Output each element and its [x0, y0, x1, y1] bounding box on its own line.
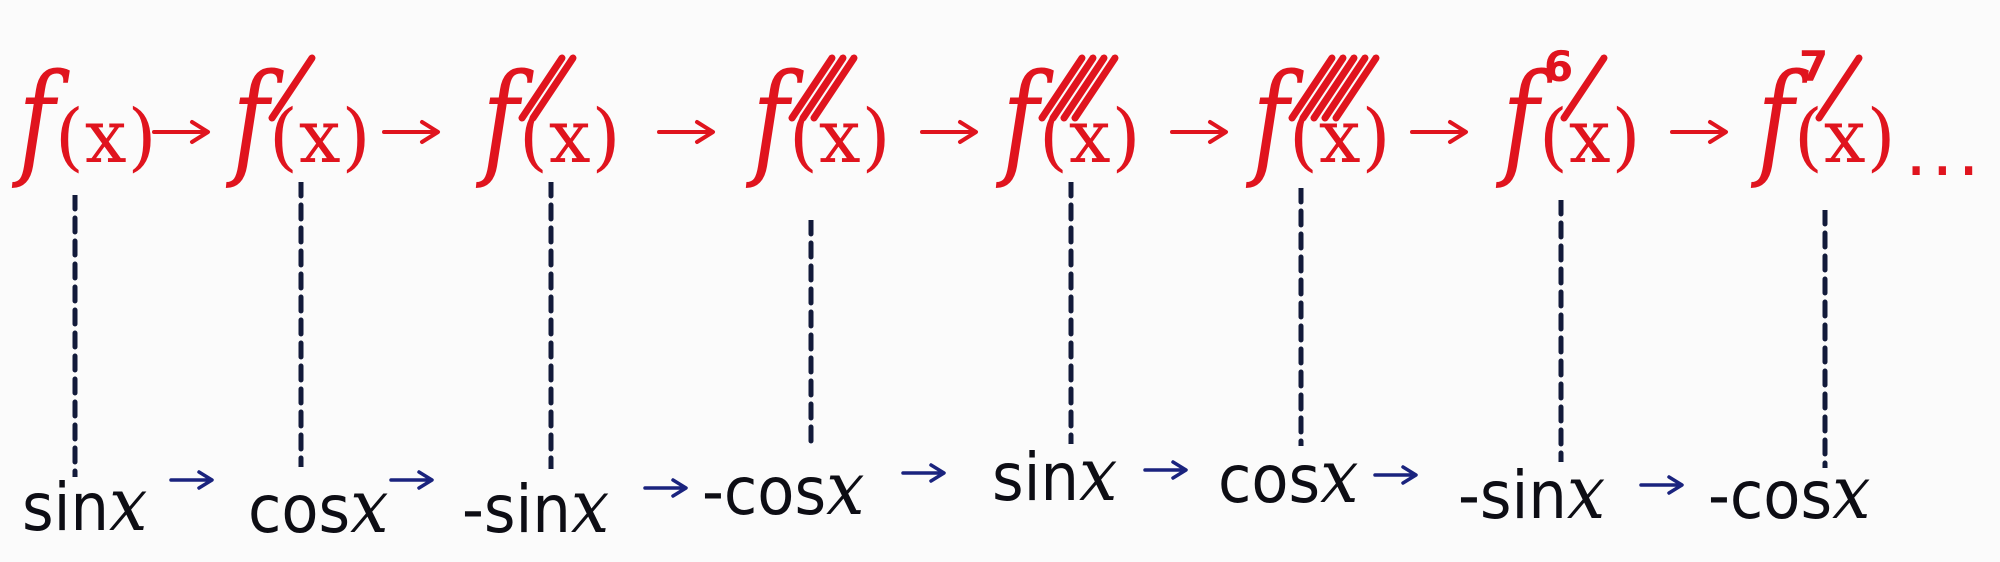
- result-7: -cosx: [1708, 456, 1870, 530]
- variable: x: [826, 446, 865, 532]
- result-0: sinx: [22, 468, 147, 542]
- sign: -: [462, 471, 484, 548]
- prime-tick-mark: [1321, 54, 1369, 122]
- right-arrow-icon: [1143, 460, 1188, 480]
- trig-function: sin: [483, 471, 571, 548]
- right-arrow-icon: [920, 120, 978, 144]
- dashed-connector: [1068, 182, 1074, 444]
- right-arrow-icon: [657, 120, 715, 144]
- function-symbol: f: [1252, 45, 1290, 192]
- derivative-1: f(x): [232, 54, 372, 208]
- right-arrow-icon: [901, 463, 946, 483]
- dashed-connector: [548, 182, 554, 469]
- derivative-4: f(x): [1002, 54, 1142, 208]
- prime-tick-mark: [518, 54, 566, 122]
- prime-tick-mark: [1299, 54, 1347, 122]
- prime-tick-mark: [529, 54, 577, 122]
- prime-marks: [1560, 54, 1608, 122]
- prime-tick-mark: [268, 54, 316, 122]
- right-arrow-icon: [643, 478, 688, 498]
- dashed-connector: [1558, 200, 1564, 462]
- result-3: -cosx: [702, 452, 864, 526]
- result-1: cosx: [248, 470, 389, 544]
- prime-tick-mark: [1560, 54, 1608, 122]
- result-2: -sinx: [462, 470, 609, 544]
- derivative-order-label: 6: [1544, 42, 1574, 91]
- prime-marks: [1038, 54, 1119, 122]
- trig-function: cos: [1729, 457, 1833, 534]
- dashed-connector: [808, 220, 814, 450]
- function-argument: (x): [1539, 94, 1642, 180]
- derivative-6: 6 f(x): [1502, 46, 1642, 208]
- function-symbol: f: [482, 45, 520, 192]
- sign: -: [702, 453, 724, 530]
- variable: x: [1078, 432, 1118, 518]
- prime-marks: [518, 54, 577, 122]
- right-arrow-icon: [1373, 465, 1418, 485]
- variable: x: [108, 462, 148, 548]
- trig-function: sin: [1479, 457, 1567, 534]
- trig-function: cos: [723, 453, 827, 530]
- derivative-5: f(x): [1252, 54, 1392, 208]
- derivative-2: f(x): [482, 54, 622, 208]
- prime-tick-mark: [1071, 54, 1119, 122]
- trig-function: sin: [22, 469, 109, 546]
- prime-tick-mark: [1038, 54, 1086, 122]
- function-argument: (x): [1794, 94, 1897, 180]
- derivative-order-label: 7: [1799, 42, 1829, 91]
- trig-function: cos: [248, 471, 351, 548]
- dashed-connector: [1822, 210, 1828, 468]
- variable: x: [570, 464, 610, 550]
- prime-tick-mark: [1060, 54, 1108, 122]
- derivative-3: f(x): [752, 54, 892, 208]
- prime-tick-mark: [1815, 54, 1863, 122]
- function-symbol: f: [1002, 45, 1040, 192]
- right-arrow-icon: [169, 470, 214, 490]
- prime-tick-mark: [1288, 54, 1336, 122]
- dashed-connector: [298, 182, 304, 467]
- function-symbol: f: [18, 45, 56, 192]
- right-arrow-icon: [1170, 120, 1228, 144]
- function-symbol: f: [752, 45, 790, 192]
- result-5: cosx: [1218, 440, 1359, 514]
- right-arrow-icon: [389, 470, 434, 490]
- dashed-connector: [72, 195, 78, 477]
- result-6: -sinx: [1458, 456, 1605, 530]
- prime-marks: [788, 54, 858, 122]
- variable: x: [1832, 450, 1871, 536]
- result-4: sinx: [992, 438, 1117, 512]
- prime-marks: [1815, 54, 1863, 122]
- derivative-7: 7 f(x): [1757, 46, 1897, 208]
- sign: -: [1458, 457, 1480, 534]
- prime-tick-mark: [810, 54, 858, 122]
- right-arrow-icon: [1639, 475, 1684, 495]
- prime-tick-mark: [1310, 54, 1358, 122]
- function-symbol: f: [1757, 45, 1795, 192]
- prime-marks: [268, 54, 316, 122]
- prime-tick-mark: [1332, 54, 1380, 122]
- continuation-ellipsis: ...: [1905, 110, 1984, 192]
- right-arrow-icon: [1670, 120, 1728, 144]
- function-argument: (x): [269, 94, 372, 180]
- prime-tick-mark: [799, 54, 847, 122]
- variable: x: [350, 464, 389, 550]
- right-arrow-icon: [382, 120, 440, 144]
- dashed-connector: [1298, 188, 1304, 446]
- derivative-0: f(x): [18, 56, 158, 208]
- variable: x: [1566, 450, 1606, 536]
- sign: -: [1708, 457, 1730, 534]
- right-arrow-icon: [152, 120, 210, 144]
- function-argument: (x): [55, 94, 158, 180]
- prime-marks: [1288, 54, 1380, 122]
- trig-function: sin: [992, 439, 1079, 516]
- function-symbol: f: [1502, 45, 1540, 192]
- prime-tick-mark: [788, 54, 836, 122]
- variable: x: [1320, 434, 1359, 520]
- trig-function: cos: [1218, 441, 1321, 518]
- function-symbol: f: [232, 45, 270, 192]
- prime-tick-mark: [1049, 54, 1097, 122]
- right-arrow-icon: [1410, 120, 1468, 144]
